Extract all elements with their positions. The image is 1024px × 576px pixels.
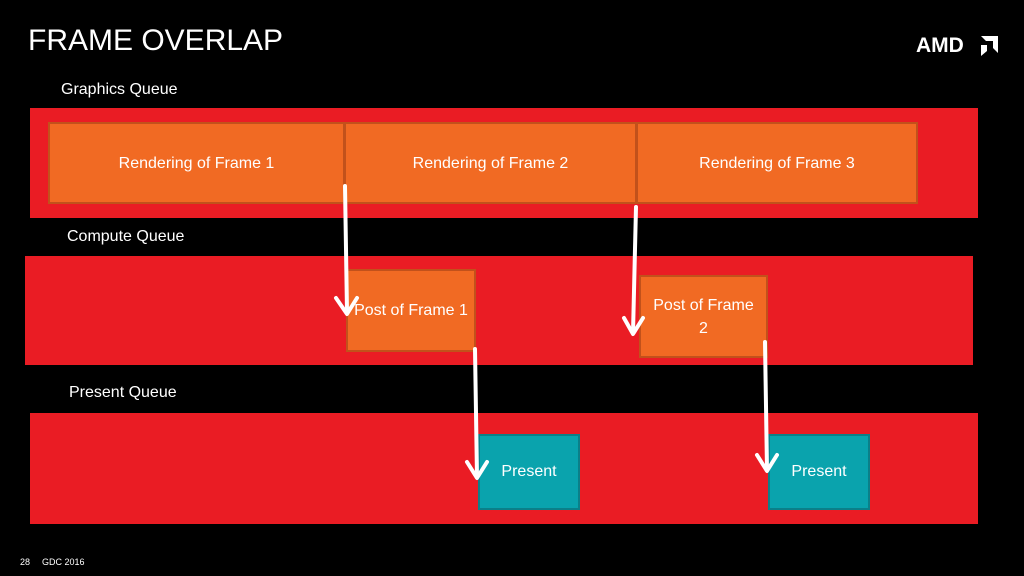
rendering-frame-2-box: Rendering of Frame 2 bbox=[344, 122, 637, 204]
post-frame-1-box: Post of Frame 1 bbox=[346, 269, 476, 352]
arrow-post2-to-present2 bbox=[755, 340, 779, 473]
present-queue-label: Present Queue bbox=[69, 384, 177, 401]
amd-logo-text: AMD bbox=[916, 34, 964, 57]
amd-logo: AMD bbox=[916, 34, 1000, 58]
post-frame-2-box: Post of Frame 2 bbox=[639, 275, 768, 358]
page-number: 28 bbox=[20, 557, 31, 567]
arrow-post1-to-present1 bbox=[465, 347, 489, 480]
compute-queue-label: Compute Queue bbox=[67, 228, 185, 245]
present-1-box: Present bbox=[478, 434, 580, 510]
graphics-queue-label: Graphics Queue bbox=[61, 81, 178, 98]
slide-title: FRAME OVERLAP bbox=[28, 24, 284, 57]
rendering-frame-1-box: Rendering of Frame 1 bbox=[48, 122, 345, 204]
footer-event: GDC 2016 bbox=[42, 557, 85, 567]
arrow-render1-to-post1 bbox=[334, 184, 359, 316]
present-2-box: Present bbox=[768, 434, 870, 510]
arrow-render2-to-post2 bbox=[622, 205, 645, 336]
amd-arrow-icon bbox=[981, 36, 998, 56]
rendering-frame-3-box: Rendering of Frame 3 bbox=[636, 122, 918, 204]
compute-queue-lane bbox=[25, 256, 973, 365]
